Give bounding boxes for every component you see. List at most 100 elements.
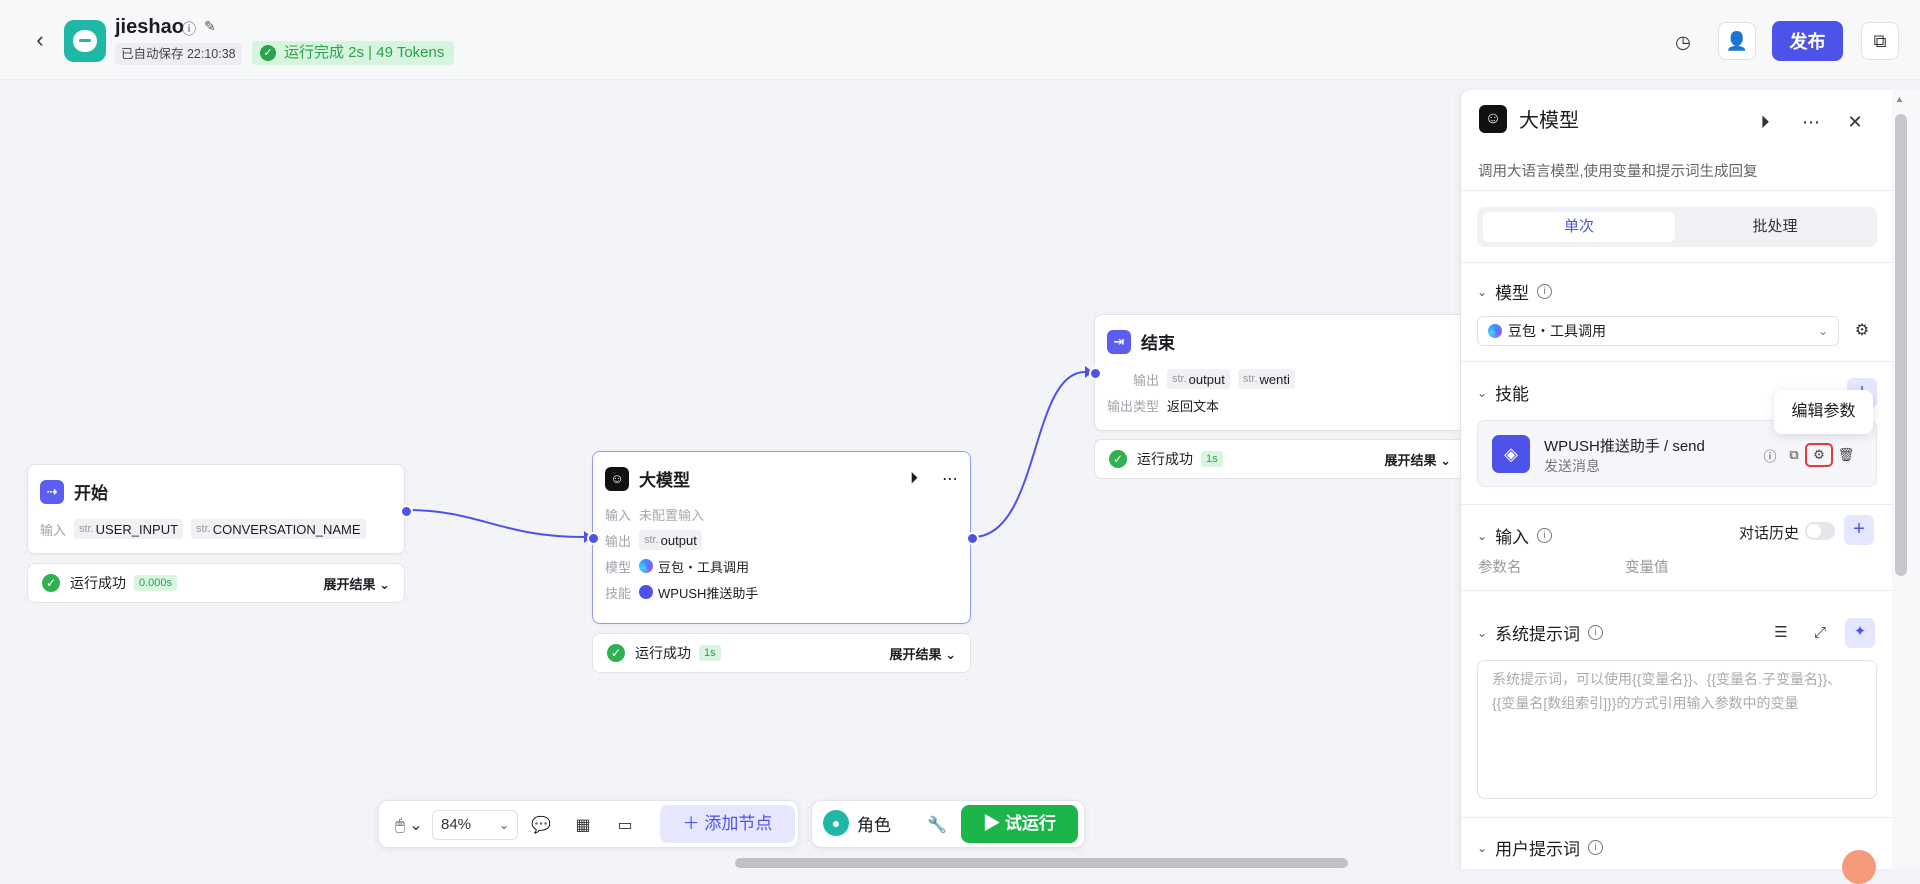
- start-node[interactable]: ⇢开始 输入 str.USER_INPUT str.CONVERSATION_N…: [27, 464, 405, 554]
- edit-params-gear-icon[interactable]: ⚙: [1805, 443, 1833, 467]
- debug-wrench-icon[interactable]: 🔧: [927, 817, 947, 834]
- info-icon[interactable]: ⓘ: [182, 21, 196, 37]
- chevron-down-icon: ⌄: [498, 818, 509, 832]
- chevron-down-icon: ⌄: [1477, 385, 1488, 400]
- doubao-logo-icon: [1488, 324, 1502, 338]
- check-icon: ✓: [260, 45, 276, 61]
- skill-value: WPUSH推送助手: [658, 585, 759, 601]
- expand-results-button[interactable]: 展开结果 ⌄: [1384, 452, 1451, 468]
- model-section-header[interactable]: ⌄ 模型 i: [1477, 279, 1553, 304]
- start-icon: ⇢: [40, 479, 64, 504]
- start-status-bar: ✓ 运行成功 0.000s 展开结果 ⌄: [27, 563, 405, 603]
- run-node-icon[interactable]: ⏵: [909, 469, 918, 487]
- collaborators-button[interactable]: 👤: [1718, 22, 1756, 60]
- node-title: 结束: [1141, 334, 1175, 353]
- model-value: 豆包・工具调用: [658, 559, 750, 575]
- copy-workflow-button[interactable]: ⧉: [1861, 22, 1899, 60]
- node-title: 开始: [74, 484, 108, 503]
- add-user-icon: 👤: [1725, 30, 1749, 51]
- skill-section-header[interactable]: ⌄ 技能: [1477, 385, 1530, 404]
- param-tag: str.wenti: [1237, 369, 1295, 389]
- check-icon: ✓: [42, 574, 60, 592]
- user-prompt-section-header[interactable]: ⌄ 用户提示词 i: [1477, 835, 1604, 860]
- end-node[interactable]: ⇥结束 输出 str.output str.wenti 输出类型返回文本: [1094, 314, 1466, 431]
- panel-description: 调用大语言模型,使用变量和提示词生成回复: [1478, 164, 1758, 180]
- ai-optimize-icon[interactable]: ✦: [1845, 618, 1875, 648]
- panel-scrollbar[interactable]: ▲: [1892, 90, 1920, 869]
- input-port[interactable]: [587, 532, 600, 545]
- copy-icon[interactable]: ⧉: [1789, 447, 1799, 462]
- more-icon[interactable]: ⋯: [1802, 111, 1820, 132]
- param-tag: str.output: [639, 530, 702, 550]
- output-type-label: 输出类型: [1107, 398, 1160, 414]
- app-name: jieshao: [115, 16, 184, 38]
- scroll-thumb[interactable]: [1895, 114, 1907, 576]
- chevron-down-icon: ⌄: [1817, 324, 1828, 338]
- model-settings-gear-icon[interactable]: ⚙: [1854, 322, 1870, 339]
- chat-history-toggle[interactable]: [1805, 522, 1835, 540]
- system-prompt-input[interactable]: 系统提示词，可以使用{{变量名}}、{{变量名.子变量名}}、{{变量名[数组索…: [1477, 660, 1877, 799]
- expand-icon[interactable]: ⤢: [1813, 623, 1826, 641]
- duration-badge: 0.000s: [134, 575, 178, 591]
- minimap-icon[interactable]: ▭: [617, 817, 633, 834]
- chevron-down-icon: ⌄: [1477, 840, 1488, 855]
- scroll-up-icon[interactable]: ▲: [1895, 94, 1904, 104]
- check-icon: ✓: [1109, 450, 1127, 468]
- input-port[interactable]: [1089, 367, 1102, 380]
- duration-badge: 1s: [699, 645, 721, 661]
- mouse-mode-icon[interactable]: 🖱 ⌄: [395, 817, 423, 834]
- assistant-avatar[interactable]: [1842, 850, 1876, 884]
- run-node-icon[interactable]: ⏵: [1760, 111, 1770, 132]
- skill-description: 发送消息: [1544, 458, 1600, 474]
- end-icon: ⇥: [1107, 329, 1131, 354]
- tab-batch[interactable]: 批处理: [1752, 218, 1798, 235]
- model-select[interactable]: 豆包・工具调用 ⌄: [1477, 316, 1839, 346]
- history-icon[interactable]: ◷: [1675, 31, 1691, 52]
- info-icon[interactable]: ⓘ: [1763, 448, 1777, 464]
- close-icon[interactable]: ✕: [1847, 111, 1863, 132]
- expand-results-button[interactable]: 展开结果 ⌄: [889, 646, 956, 662]
- info-icon: i: [1537, 528, 1553, 543]
- more-icon[interactable]: ⋯: [942, 470, 958, 488]
- output-label: 输出: [1133, 372, 1160, 388]
- run-status-badge: ✓ 运行完成 2s | 49 Tokens: [252, 41, 455, 65]
- delete-icon[interactable]: 🗑: [1837, 447, 1855, 462]
- info-icon: i: [1588, 625, 1604, 640]
- back-icon[interactable]: ‹: [36, 27, 44, 52]
- input-label: 输入: [605, 507, 632, 523]
- tab-single[interactable]: 单次: [1483, 212, 1675, 242]
- trial-run-button[interactable]: ▶ 试运行: [961, 805, 1078, 843]
- plugin-icon: [639, 585, 653, 599]
- chevron-down-icon: ⌄: [1477, 284, 1488, 299]
- canvas-horizontal-scrollbar[interactable]: [735, 858, 1348, 868]
- edit-icon[interactable]: ✎: [204, 18, 216, 34]
- status-text: 运行成功: [1137, 451, 1193, 467]
- output-port[interactable]: [400, 505, 413, 518]
- expand-results-button[interactable]: 展开结果 ⌄: [323, 576, 390, 592]
- skill-label: 技能: [605, 585, 632, 601]
- input-value: 未配置输入: [639, 507, 705, 523]
- run-mode-tabs: 单次 批处理: [1477, 207, 1877, 247]
- layout-grid-icon[interactable]: ▦: [575, 817, 591, 834]
- zoom-select[interactable]: 84%⌄: [432, 810, 518, 840]
- template-library-icon[interactable]: ☰: [1774, 624, 1788, 641]
- chevron-down-icon: ⌄: [1477, 528, 1488, 543]
- input-section-header[interactable]: ⌄ 输入 i: [1477, 523, 1553, 548]
- chat-history-label: 对话历史: [1739, 525, 1800, 542]
- status-text: 运行成功: [70, 575, 126, 591]
- publish-button[interactable]: 发布: [1772, 21, 1843, 61]
- comment-icon[interactable]: 💬: [531, 817, 551, 834]
- role-button[interactable]: ● 角色: [823, 810, 891, 836]
- system-prompt-section-header[interactable]: ⌄ 系统提示词 i: [1477, 620, 1604, 645]
- add-node-button[interactable]: ＋ 添加节点: [660, 805, 795, 843]
- add-input-button[interactable]: +: [1844, 515, 1874, 545]
- app-logo: [64, 20, 106, 62]
- chat-bubble-icon: [73, 30, 97, 52]
- duplicate-icon: ⧉: [1873, 30, 1887, 51]
- output-port[interactable]: [966, 532, 979, 545]
- model-label: 模型: [605, 559, 632, 575]
- output-label: 输出: [605, 533, 632, 549]
- model-select-value: 豆包・工具调用: [1508, 323, 1606, 339]
- param-tag: str.CONVERSATION_NAME: [191, 519, 366, 539]
